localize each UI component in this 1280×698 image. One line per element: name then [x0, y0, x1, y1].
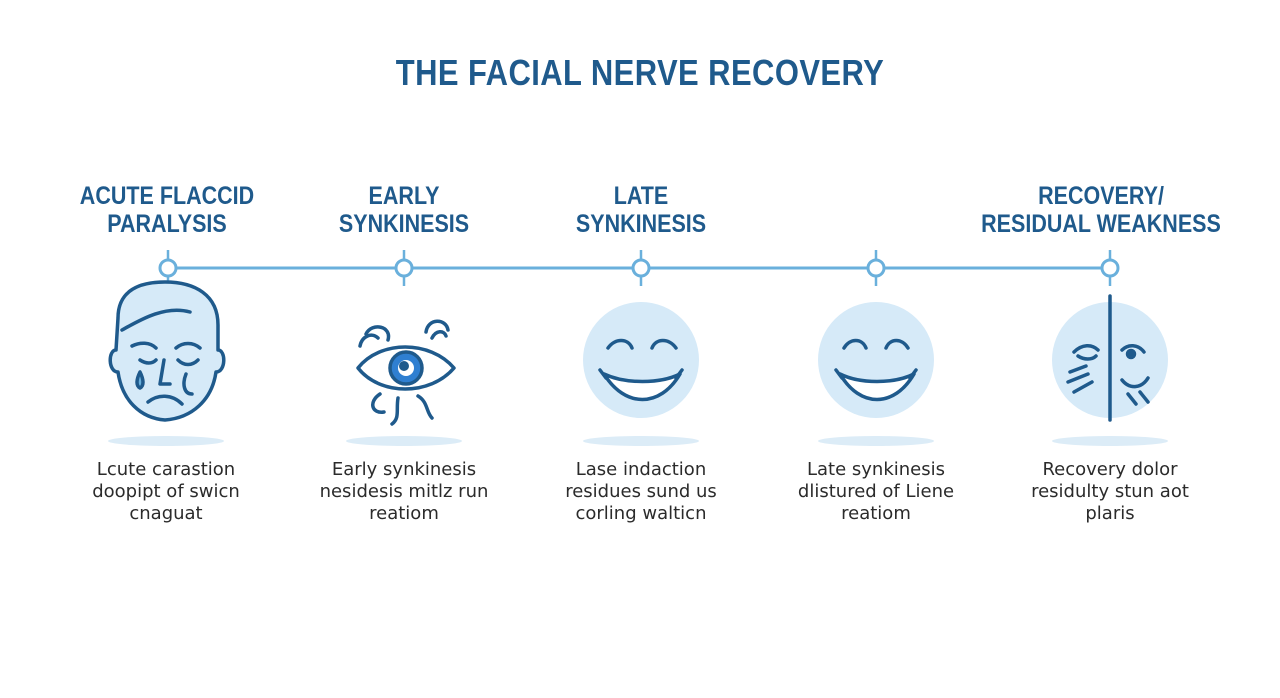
half-face-icon	[1052, 294, 1168, 422]
smiling-face-icon	[583, 302, 699, 418]
icon-shadow-3	[583, 436, 699, 446]
drooping-face-icon	[108, 280, 226, 422]
timeline-node-4	[866, 250, 886, 286]
stage-5-title: RECOVERY/ RESIDUAL WEAKNESS	[981, 182, 1221, 238]
twitching-eye-icon	[356, 319, 456, 426]
smiling-face-icon	[818, 302, 934, 418]
stage-1-title: ACUTE FLACCID PARALYSIS	[79, 182, 255, 238]
stage-2-title: EARLY SYNKINESIS	[338, 182, 470, 238]
icon-shadow-1	[108, 436, 224, 446]
stage-4-description: Late synkinesis dlistured of Liene reati…	[797, 459, 955, 524]
icon-shadow-2	[346, 436, 462, 446]
diagram-title: THE FACIAL NERVE RECOVERY	[395, 52, 885, 93]
timeline-node-5	[1100, 250, 1120, 286]
stage-3-description: Lase indaction residues sund us corling …	[565, 459, 717, 524]
timeline-node-3	[631, 250, 651, 286]
stage-3-title: LATE SYNKINESIS	[575, 182, 707, 238]
timeline-node-2	[394, 250, 414, 286]
timeline-node-1	[158, 250, 178, 286]
icon-shadow-5	[1052, 436, 1168, 446]
stage-1-description: Lcute carastion doopipt of swicn cnaguat	[92, 459, 240, 524]
icon-shadow-4	[818, 436, 934, 446]
stage-2-description: Early synkinesis nesidesis mitlz run rea…	[319, 459, 489, 524]
stage-5-description: Recovery dolor residulty stun aot plaris	[1031, 459, 1189, 524]
